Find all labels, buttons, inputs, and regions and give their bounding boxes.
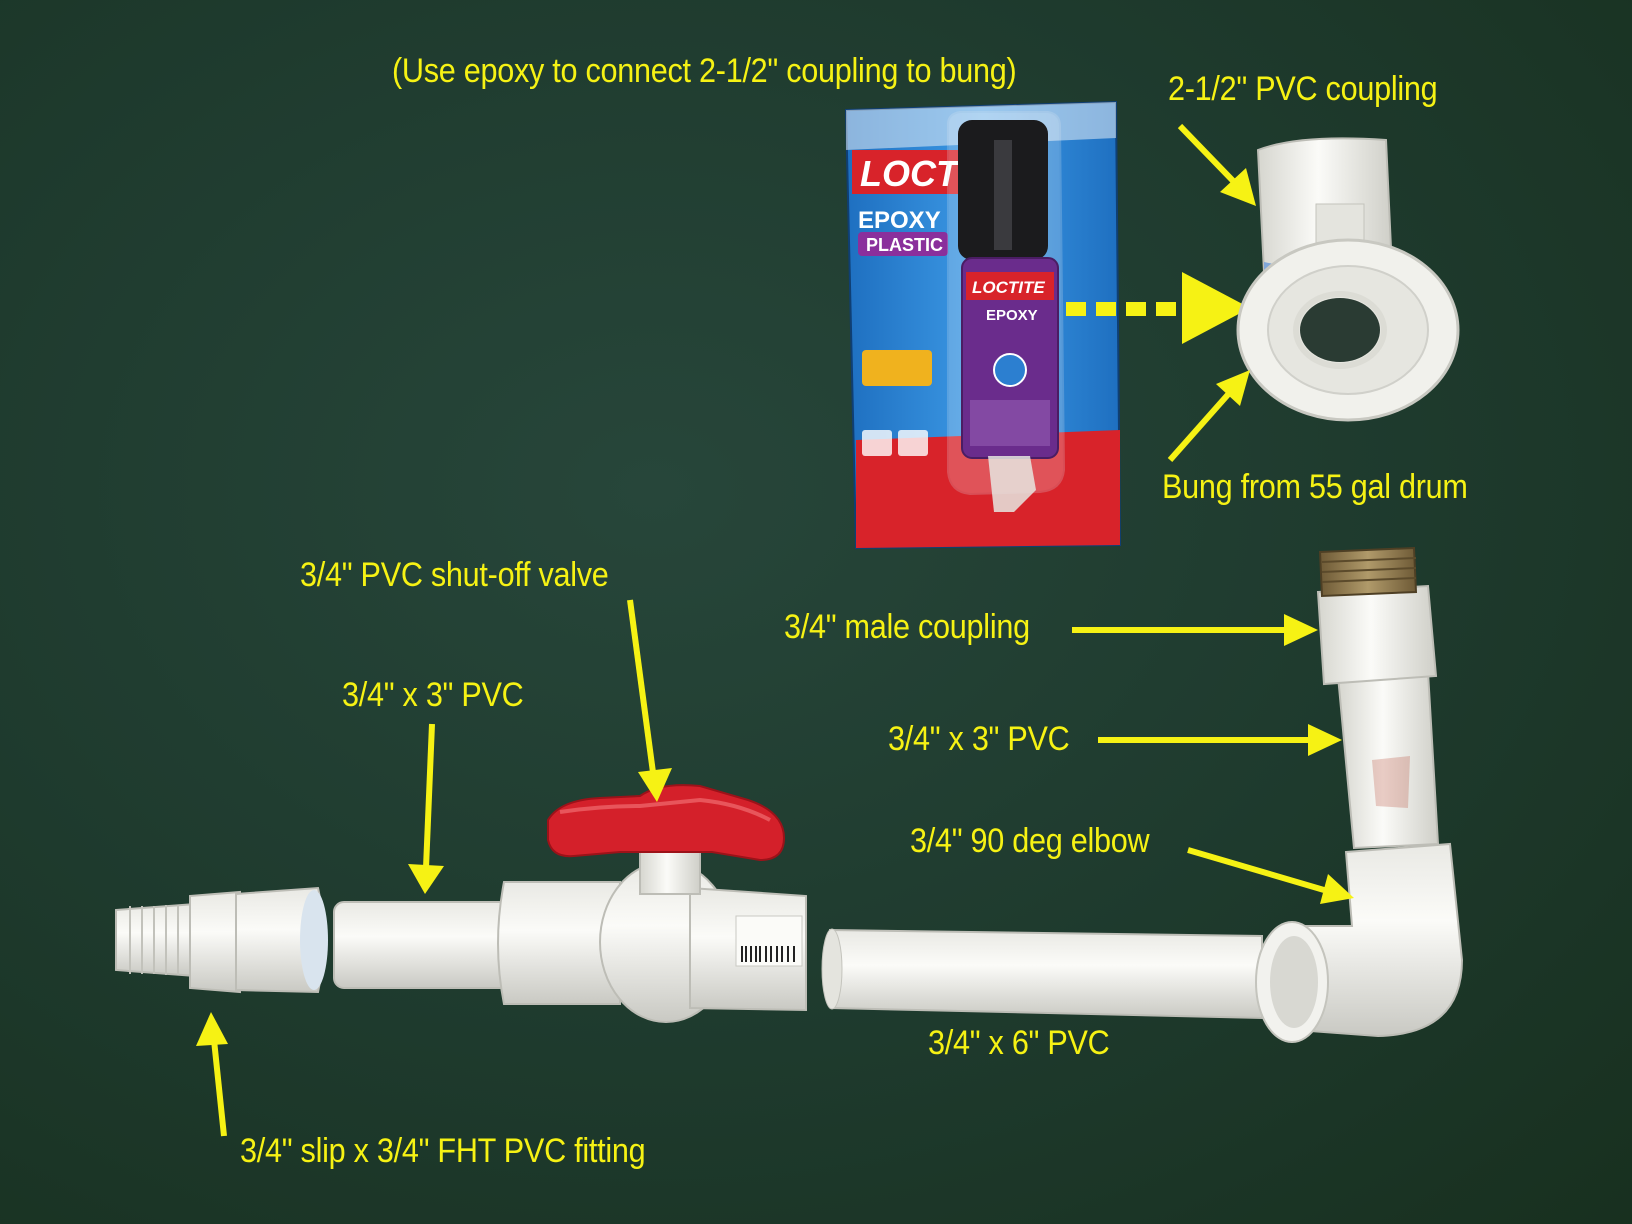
pvc-3in-pipe-left xyxy=(333,901,511,989)
coupling-and-bung xyxy=(1236,137,1460,422)
epoxy-to-bung-arrow xyxy=(1066,272,1250,344)
shutoff-valve xyxy=(497,784,807,1023)
epoxy-package: LOCTITE EPOXY PLASTIC LOCTITE EPOXY xyxy=(844,100,1122,550)
elbow-fitting xyxy=(1255,842,1464,1043)
annotation-arrows xyxy=(196,123,1354,1137)
label-elbow: 3/4" 90 deg elbow xyxy=(910,822,1150,860)
male-coupling xyxy=(1316,546,1438,686)
tube-brand-text: LOCTITE xyxy=(972,278,1045,297)
fht-fitting xyxy=(115,886,328,994)
pvc-6in-pipe xyxy=(821,928,1263,1020)
label-pvc-6in: 3/4" x 6" PVC xyxy=(928,1024,1110,1062)
label-bung: Bung from 55 gal drum xyxy=(1162,468,1468,506)
label-coupling-2-1-2: 2-1/2" PVC coupling xyxy=(1168,70,1438,108)
label-male-coupling: 3/4" male coupling xyxy=(784,608,1030,646)
label-epoxy-note: (Use epoxy to connect 2-1/2" coupling to… xyxy=(392,52,1017,90)
pvc-3in-pipe-right xyxy=(1336,670,1440,850)
label-shutoff-valve: 3/4" PVC shut-off valve xyxy=(300,556,609,594)
label-pvc-3in-right: 3/4" x 3" PVC xyxy=(888,720,1070,758)
label-pvc-3in-left: 3/4" x 3" PVC xyxy=(342,676,524,714)
package-sub-text: PLASTIC xyxy=(866,235,943,255)
label-fht-fitting: 3/4" slip x 3/4" FHT PVC fitting xyxy=(240,1132,646,1170)
package-product-text: EPOXY xyxy=(858,207,941,234)
tube-product-text: EPOXY xyxy=(986,307,1038,324)
